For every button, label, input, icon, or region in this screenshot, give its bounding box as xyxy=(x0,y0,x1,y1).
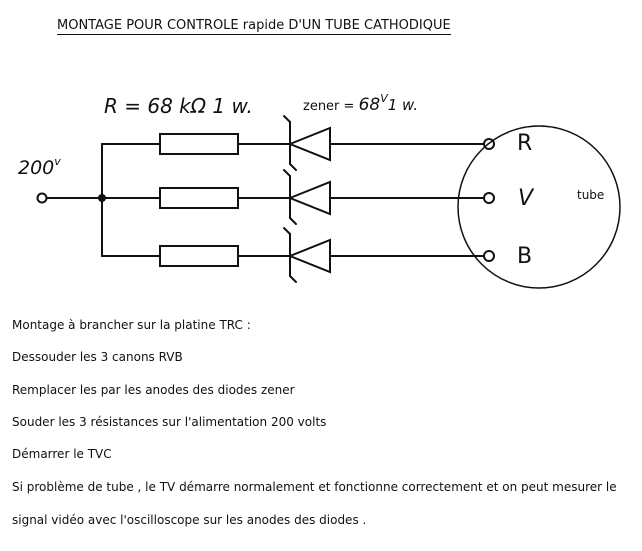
instruction-line-4: Souder les 3 résistances sur l'alimentat… xyxy=(12,415,327,429)
supply-terminal xyxy=(36,192,48,204)
channel-label-r: R xyxy=(517,131,532,156)
terminal-v xyxy=(483,192,495,204)
zener-label-value: 68 xyxy=(359,95,381,115)
zener-diode-r xyxy=(283,115,331,171)
resistor-v xyxy=(159,187,239,209)
instruction-line-3: Remplacer les par les anodes des diodes … xyxy=(12,383,295,397)
instruction-line-2: Dessouder les 3 canons RVB xyxy=(12,350,183,364)
supply-label-value: 200 xyxy=(18,157,54,179)
tube-circle xyxy=(457,125,621,289)
page-title: MONTAGE POUR CONTROLE rapide D'UN TUBE C… xyxy=(57,18,451,35)
instruction-line-6: Si problème de tube , le TV démarre norm… xyxy=(12,480,617,494)
zener-label-unit: V xyxy=(380,92,389,105)
resistor-r xyxy=(159,133,239,155)
supply-label-unit: v xyxy=(54,155,61,168)
channel-label-b: B xyxy=(517,244,532,269)
instruction-line-5: Démarrer le TVC xyxy=(12,447,112,461)
instruction-line-1: Montage à brancher sur la platine TRC : xyxy=(12,318,251,332)
zener-label-suffix: 1 w. xyxy=(388,96,418,114)
zener-label: zener = 68V1 w. xyxy=(303,92,418,115)
channel-label-v: V xyxy=(518,186,535,211)
supply-label: 200v xyxy=(18,155,61,179)
terminal-b xyxy=(483,250,495,262)
tube-label: tube xyxy=(577,188,604,202)
zener-label-prefix: zener = xyxy=(303,99,359,114)
circuit-schematic: R = 68 kΩ 1 w. zener = 68V1 w. 200v R V … xyxy=(18,92,621,289)
zener-diode-v xyxy=(283,169,331,225)
instruction-line-7: signal vidéo avec l'oscilloscope sur les… xyxy=(12,513,367,527)
resistor-b xyxy=(159,245,239,267)
zener-diode-b xyxy=(283,227,331,283)
resistor-label: R = 68 kΩ 1 w. xyxy=(104,94,253,118)
